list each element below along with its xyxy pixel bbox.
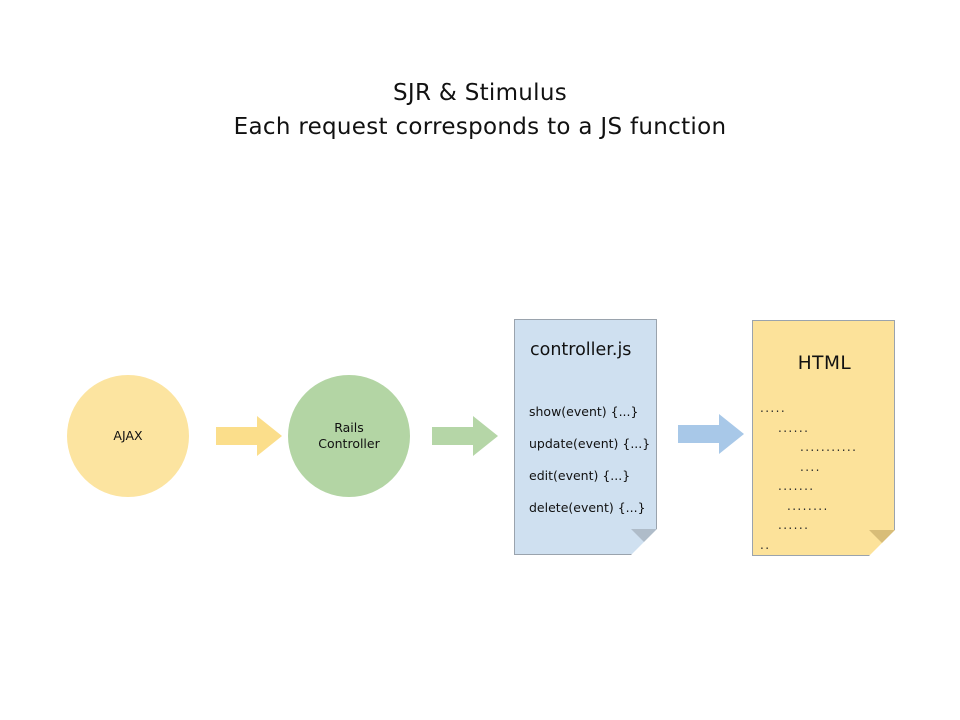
node-rails-controller: Rails Controller <box>288 375 410 497</box>
code-line: edit(event) {...} <box>529 468 631 483</box>
controller-js-code-list: show(event) {...} update(event) {...} ed… <box>529 396 650 524</box>
arrow-controller-js-to-html-icon <box>678 412 744 456</box>
arrow-ajax-to-rails-icon <box>216 414 282 458</box>
markup-line: ...... <box>778 518 810 532</box>
node-ajax: AJAX <box>67 375 189 497</box>
code-line: update(event) {...} <box>529 436 651 451</box>
page-fold-icon <box>869 530 895 556</box>
document-html: HTML ..... ...... ........... .... .....… <box>752 320 895 556</box>
node-ajax-label: AJAX <box>113 428 143 443</box>
arrow-rails-to-controller-js-icon <box>432 414 498 458</box>
markup-line: ........ <box>787 498 829 513</box>
markup-line: .. <box>760 537 771 552</box>
markup-line: ..... <box>760 401 787 415</box>
code-line: show(event) {...} <box>529 404 639 419</box>
page-title-line-2: Each request corresponds to a JS functio… <box>233 114 727 140</box>
document-controller-js: controller.js show(event) {...} update(e… <box>514 319 657 555</box>
page-title-line-1: SJR & Stimulus <box>392 80 568 106</box>
page-fold-icon <box>631 529 657 555</box>
controller-js-heading: controller.js <box>530 340 632 360</box>
markup-line: ....... <box>778 479 815 493</box>
markup-line: ........... <box>800 440 858 454</box>
markup-line: ...... <box>778 420 810 435</box>
html-heading: HTML <box>797 353 852 374</box>
page-title: SJR & Stimulus Each request corresponds … <box>0 76 960 144</box>
markup-line: .... <box>800 459 821 474</box>
node-rails-controller-label: Rails Controller <box>318 420 380 451</box>
code-line: delete(event) {...} <box>529 500 646 515</box>
html-markup-list: ..... ...... ........... .... ....... ..… <box>760 399 890 555</box>
